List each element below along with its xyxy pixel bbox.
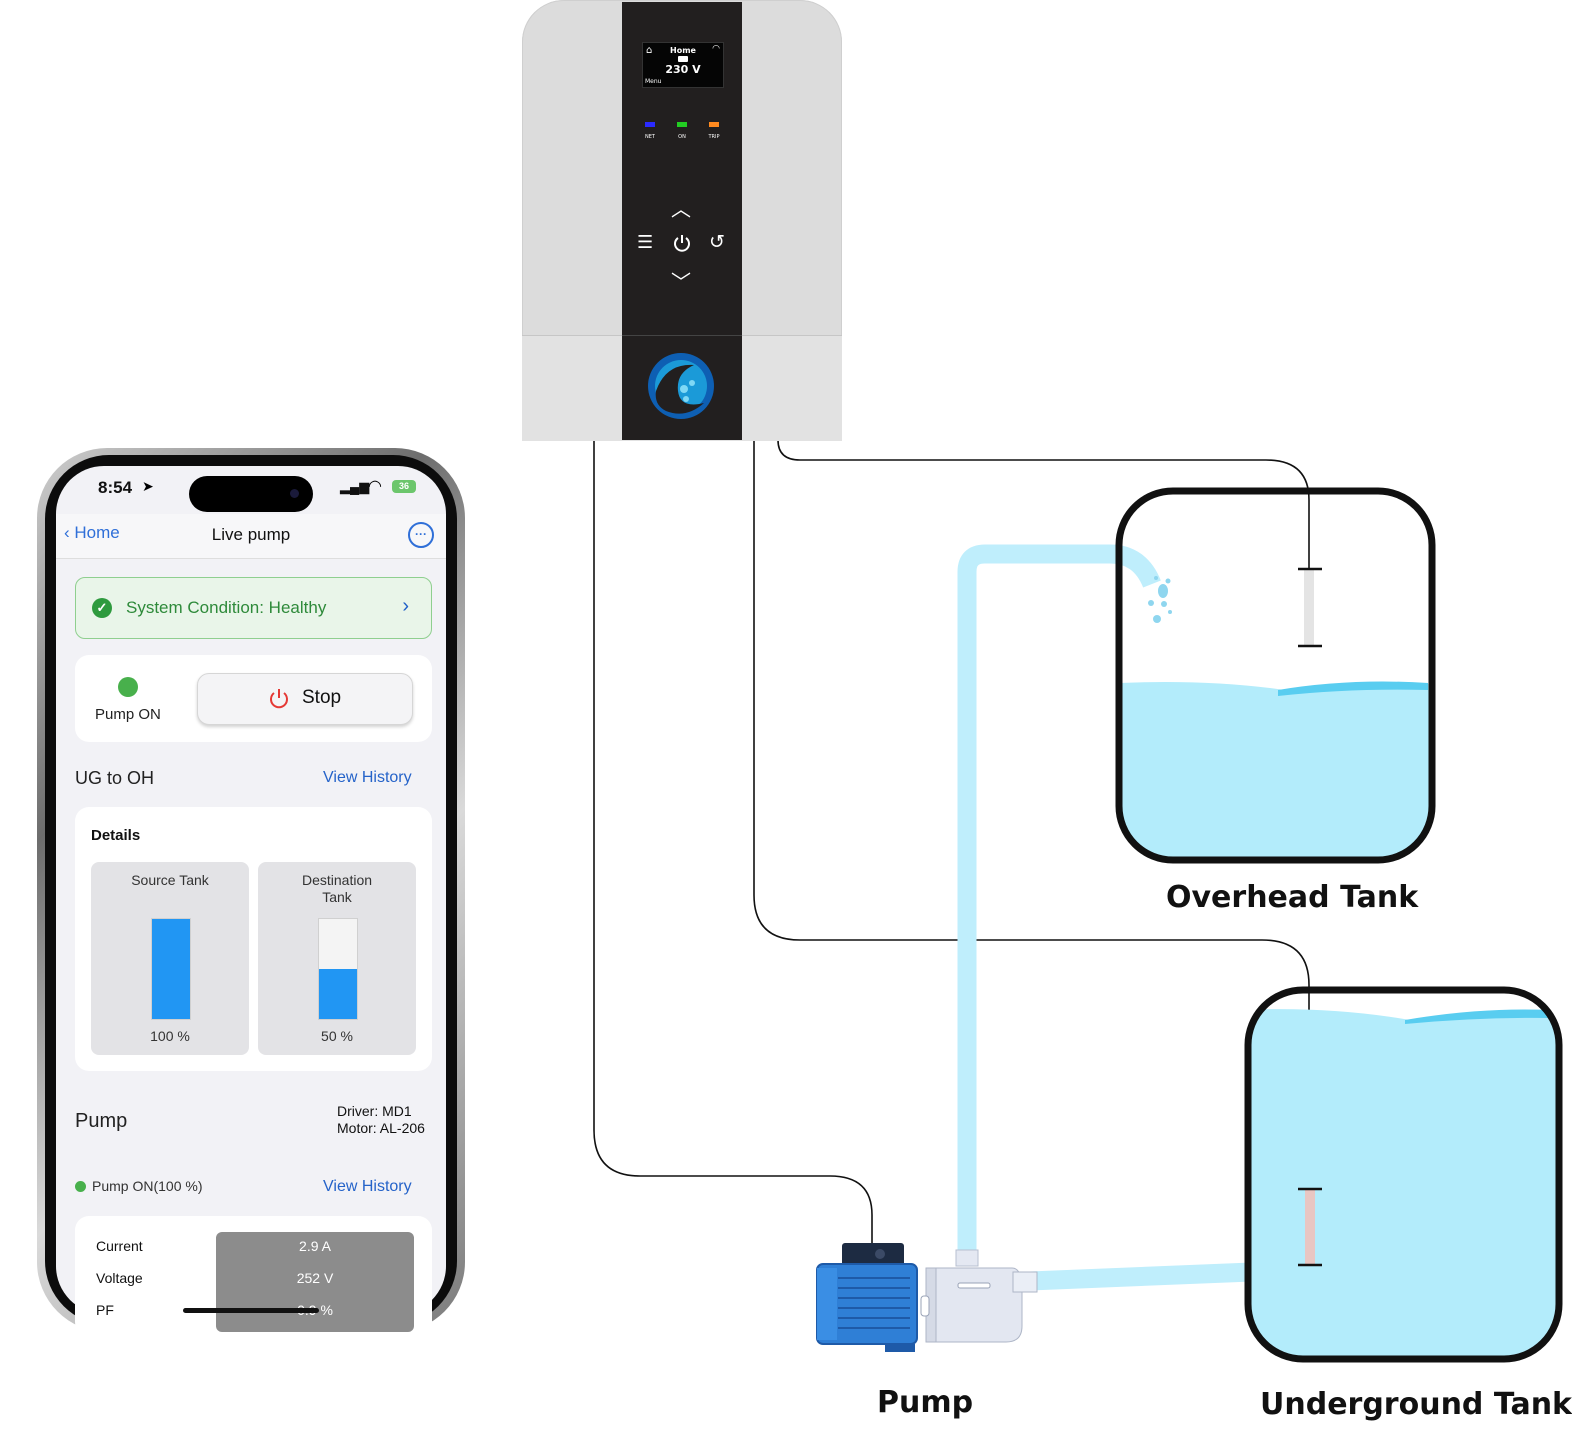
- destination-tank-name: Destination Tank: [301, 872, 373, 905]
- display-on-badge: [678, 56, 688, 62]
- underground-level-sensor: [1305, 1190, 1315, 1265]
- pump-controller: ⌂ Home ◠ 230 V Menu NET ON TRIP ︿ ☰ ↺ ﹀: [522, 0, 842, 441]
- pump-status-text: Pump ON(100 %): [92, 1178, 203, 1194]
- chevron-left-icon: ‹: [64, 523, 75, 542]
- delivery-pipe: [957, 544, 1161, 1262]
- dynamic-island: [189, 476, 313, 512]
- down-arrow-icon[interactable]: ﹀: [671, 270, 691, 294]
- source-tank-name: Source Tank: [131, 872, 209, 888]
- metric-current-label: Current: [96, 1238, 143, 1254]
- stop-button[interactable]: Stop: [197, 673, 413, 725]
- back-label: Home: [74, 523, 120, 542]
- stop-label: Stop: [302, 687, 342, 708]
- location-icon: ➤: [142, 478, 154, 494]
- pump-section-title: Pump: [75, 1110, 128, 1132]
- destination-tank-fill: [319, 969, 357, 1019]
- view-history-link[interactable]: View History: [323, 769, 412, 786]
- led-trip: [709, 122, 719, 127]
- route-title: UG to OH: [75, 768, 155, 788]
- underground-water: [1248, 1009, 1559, 1359]
- controller-to-underground-sensor-wire: [753, 440, 1310, 1190]
- source-tank-percent: 100 %: [150, 1028, 190, 1044]
- underground-wave: [1405, 1009, 1550, 1024]
- status-time: 8:54: [98, 478, 133, 497]
- reset-icon[interactable]: ↺: [709, 231, 725, 253]
- controller-to-overhead-sensor-wire: [777, 439, 1310, 570]
- signal-icon: ▂▄▆: [340, 479, 370, 494]
- overhead-tank: [1115, 487, 1436, 864]
- system-condition-text: System Condition: Healthy: [126, 598, 327, 617]
- source-tank-card: Source Tank 100 %: [91, 862, 249, 1055]
- nav-title: Live pump: [211, 525, 291, 544]
- display-menu: Menu: [645, 78, 662, 85]
- chevron-right-icon: ›: [402, 595, 409, 617]
- more-options-icon[interactable]: ···: [408, 522, 434, 548]
- destination-tank-percent: 50 %: [321, 1028, 353, 1044]
- metric-pf-label: PF: [96, 1302, 114, 1318]
- home-icon: ⌂: [646, 45, 653, 56]
- destination-tank-card: Destination Tank 50 %: [258, 862, 416, 1055]
- back-button[interactable]: ‹ Home: [64, 523, 120, 543]
- pump-unit: [816, 1243, 1038, 1352]
- nav-bar: ‹ Home Live pump ···: [56, 514, 446, 559]
- source-tank-fill: [152, 919, 190, 1019]
- metric-voltage-label: Voltage: [96, 1270, 143, 1286]
- battery-icon: 36: [392, 480, 416, 493]
- led-trip-label: TRIP: [708, 134, 720, 140]
- check-circle-icon: ✓: [92, 598, 112, 618]
- led-net-label: NET: [645, 134, 655, 140]
- menu-icon[interactable]: ☰: [637, 232, 654, 253]
- power-icon: [270, 689, 288, 709]
- water-droplets: [1148, 576, 1172, 623]
- destination-tank-gauge: [318, 918, 358, 1020]
- system-condition-banner[interactable]: ✓ System Condition: Healthy ›: [75, 577, 432, 639]
- pump-driver: Driver: MD1: [337, 1103, 412, 1119]
- wifi-status-icon: ◠: [368, 478, 382, 495]
- display-title: Home: [670, 46, 696, 55]
- brand-logo-icon: [648, 353, 714, 419]
- wifi-icon: ◠: [712, 44, 720, 54]
- suction-pipe: [1029, 1262, 1253, 1291]
- overhead-water: [1119, 682, 1432, 860]
- controller-divider: [622, 335, 742, 336]
- pump-motor: Motor: AL-206: [337, 1120, 425, 1136]
- controller-display: ⌂ Home ◠ 230 V Menu: [642, 42, 724, 88]
- metrics-values-panel: [216, 1232, 414, 1332]
- app-screen: 8:54 ➤ ▂▄▆ ◠ 36 ‹ Home Live pump ··· ✓ S…: [56, 466, 446, 1336]
- pump-view-history-link[interactable]: View History: [323, 1178, 412, 1195]
- metric-current-value: 2.9 A: [299, 1238, 331, 1254]
- display-voltage: 230 V: [665, 63, 701, 76]
- underground-tank: [1244, 986, 1563, 1363]
- pump-status-dot-small: [75, 1181, 86, 1192]
- overhead-wave: [1278, 681, 1428, 696]
- pump-label: Pump: [877, 1385, 974, 1420]
- underground-tank-label: Underground Tank: [1260, 1387, 1572, 1422]
- power-icon[interactable]: [672, 233, 692, 253]
- pump-state-label: Pump ON: [95, 706, 161, 723]
- led-net: [645, 122, 655, 127]
- overhead-tank-label: Overhead Tank: [1166, 880, 1419, 915]
- led-on: [677, 122, 687, 127]
- metric-voltage-value: 252 V: [296, 1270, 334, 1286]
- controller-to-pump-wire: [593, 440, 873, 1245]
- pump-status-dot: [118, 677, 138, 697]
- tanks-header: Details: [91, 827, 141, 844]
- up-arrow-icon[interactable]: ︿: [671, 197, 691, 221]
- overhead-level-sensor: [1304, 570, 1314, 646]
- home-indicator[interactable]: [183, 1308, 319, 1313]
- source-tank-gauge: [151, 918, 191, 1020]
- led-on-label: ON: [678, 134, 686, 140]
